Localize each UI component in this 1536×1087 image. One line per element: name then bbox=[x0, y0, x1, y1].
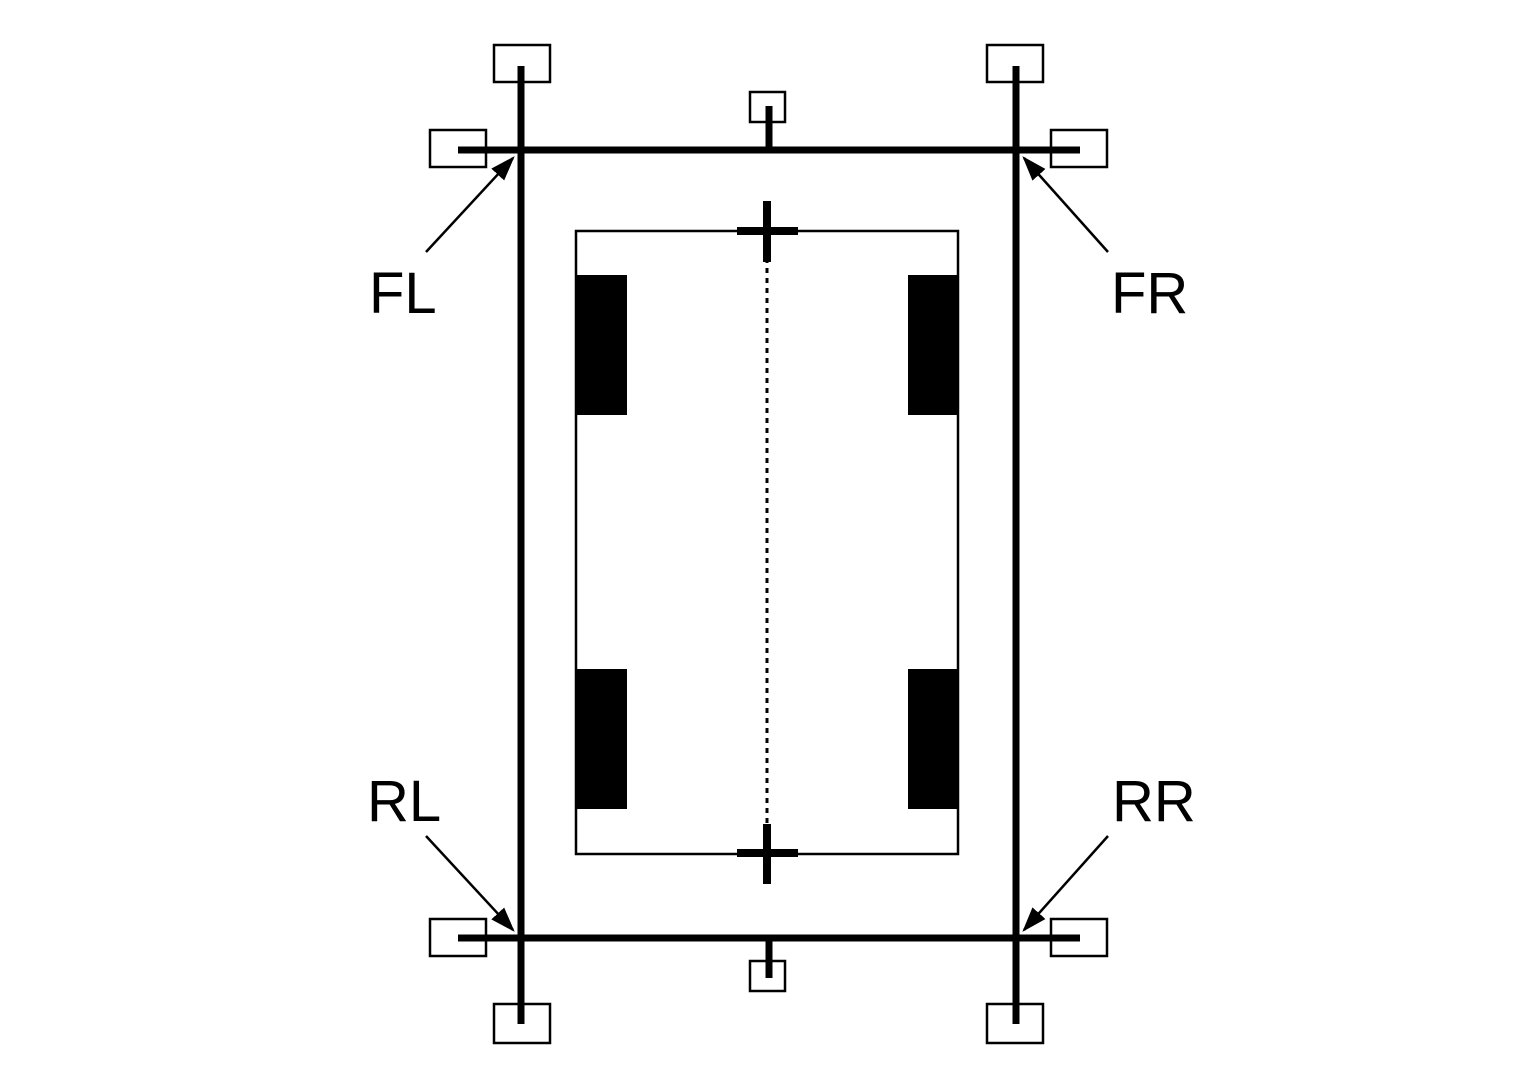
sensor-box-rear-right-side bbox=[1049, 917, 1109, 958]
label-front-left: FL bbox=[369, 261, 437, 326]
sensor-box-rear-left-bottom bbox=[492, 1002, 552, 1045]
sensor-box-rear-right-bottom bbox=[985, 1002, 1045, 1045]
sensor-box-rear-left-side bbox=[428, 917, 488, 958]
wheel-rear-left bbox=[576, 669, 627, 809]
wheel-rear-right bbox=[908, 669, 958, 809]
wheels bbox=[576, 275, 958, 809]
sensor-boxes bbox=[428, 43, 1109, 1045]
cross-marks bbox=[737, 201, 798, 884]
sensor-box-front-center bbox=[748, 90, 787, 124]
sensor-box-front-left-top bbox=[492, 43, 552, 84]
wheel-front-left bbox=[576, 275, 627, 415]
wheel-front-right bbox=[908, 275, 958, 415]
sensor-box-front-left-side bbox=[428, 128, 488, 169]
arrow-rear-right bbox=[1022, 835, 1109, 932]
outer-frame bbox=[458, 66, 1080, 1024]
arrow-front-left bbox=[425, 156, 515, 253]
arrow-rear-left bbox=[425, 835, 515, 932]
label-front-right: FR bbox=[1111, 261, 1188, 326]
sensor-box-front-right-side bbox=[1049, 128, 1109, 169]
label-rear-right: RR bbox=[1112, 769, 1196, 834]
sensor-box-front-right-top bbox=[985, 43, 1045, 84]
label-rear-left: RL bbox=[367, 769, 441, 834]
sensor-box-rear-center bbox=[748, 959, 787, 993]
corner-arrows bbox=[425, 156, 1109, 932]
arrow-front-right bbox=[1022, 156, 1109, 253]
